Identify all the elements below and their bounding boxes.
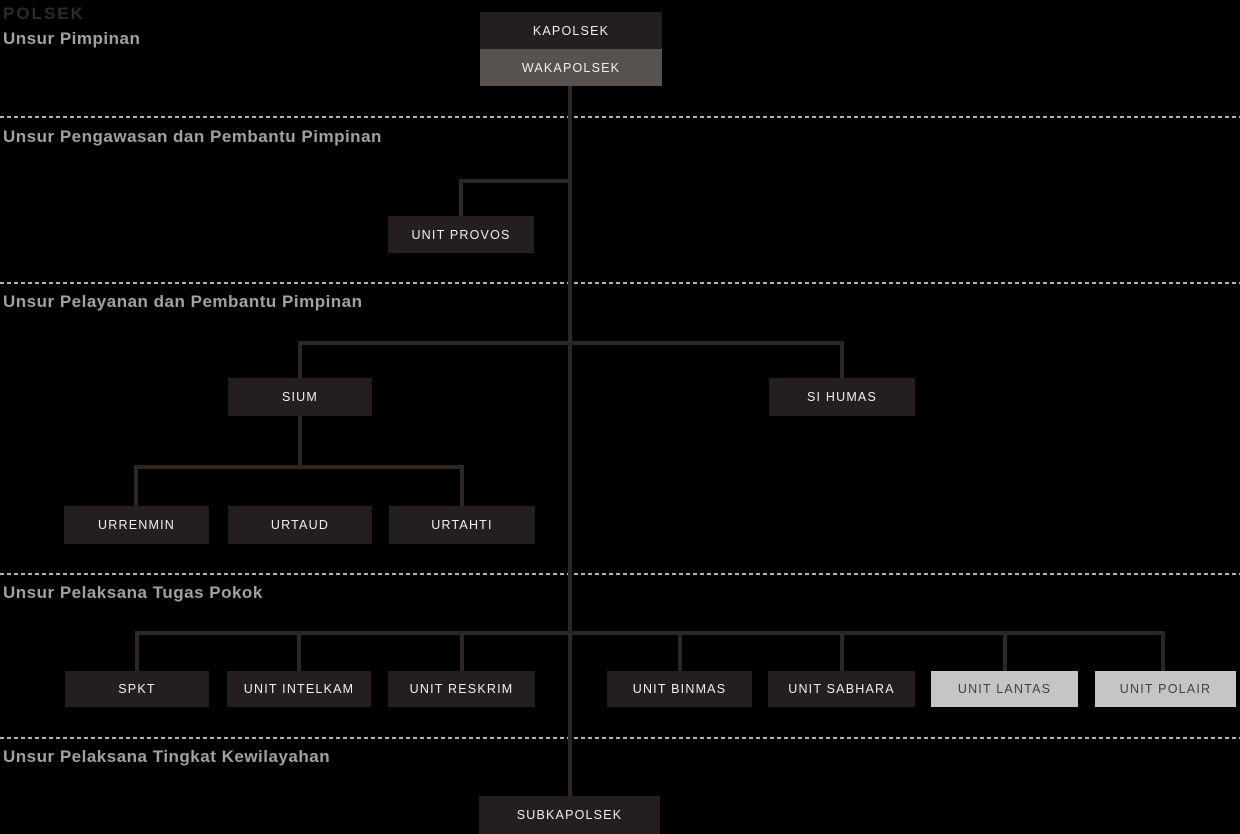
node-spkt: SPKT xyxy=(65,671,209,707)
connector-sium-children-stem xyxy=(298,416,302,469)
connector-intelkam-drop xyxy=(297,631,301,671)
connector-reskrim-drop xyxy=(460,631,464,671)
section-header-kewilayahan: Unsur Pelaksana Tingkat Kewilayahan xyxy=(3,747,331,766)
connector-lantas-drop xyxy=(1003,631,1007,671)
node-unit-provos: UNIT PROVOS xyxy=(388,216,534,253)
connector-urtahti-drop xyxy=(460,465,464,506)
connector-spkt-drop xyxy=(135,631,139,671)
connector-main-vertical xyxy=(568,86,572,796)
connector-urrenmin-drop xyxy=(134,465,138,506)
connector-sihumas-drop xyxy=(840,341,844,378)
connector-provos-drop xyxy=(459,179,463,216)
node-unit-polair: UNIT POLAIR xyxy=(1095,671,1236,707)
node-unit-lantas: UNIT LANTAS xyxy=(931,671,1078,707)
connector-provos-horizontal xyxy=(459,179,572,183)
section-header-pelaksana-pokok: Unsur Pelaksana Tugas Pokok xyxy=(3,583,263,602)
connector-polair-drop xyxy=(1161,631,1165,671)
page-title: POLSEK xyxy=(3,4,85,23)
node-unit-sabhara: UNIT SABHARA xyxy=(768,671,915,707)
node-si-humas: SI HUMAS xyxy=(769,378,915,416)
connector-sium-drop xyxy=(298,341,302,378)
node-sium: SIUM xyxy=(228,378,372,416)
node-unit-reskrim: UNIT RESKRIM xyxy=(388,671,535,707)
node-unit-binmas: UNIT BINMAS xyxy=(607,671,752,707)
connector-row4-horizontal xyxy=(135,631,1165,635)
node-kapolsek: KAPOLSEK xyxy=(480,12,662,49)
section-header-pimpinan: Unsur Pimpinan xyxy=(3,29,141,48)
connector-row3-horizontal xyxy=(298,341,844,345)
connector-sabhara-drop xyxy=(840,631,844,671)
section-header-pengawasan: Unsur Pengawasan dan Pembantu Pimpinan xyxy=(3,127,382,146)
connector-sium-children-horizontal xyxy=(134,465,464,469)
connector-binmas-drop xyxy=(678,631,682,671)
node-wakapolsek: WAKAPOLSEK xyxy=(480,49,662,86)
node-subkapolsek: SUBKAPOLSEK xyxy=(479,796,660,834)
node-unit-intelkam: UNIT INTELKAM xyxy=(227,671,371,707)
section-divider xyxy=(0,116,1240,118)
section-divider xyxy=(0,737,1240,739)
node-urtaud: URTAUD xyxy=(228,506,372,544)
section-divider xyxy=(0,282,1240,284)
section-divider xyxy=(0,573,1240,575)
node-urrenmin: URRENMIN xyxy=(64,506,209,544)
node-urtahti: URTAHTI xyxy=(389,506,535,544)
section-header-pelayanan: Unsur Pelayanan dan Pembantu Pimpinan xyxy=(3,292,363,311)
